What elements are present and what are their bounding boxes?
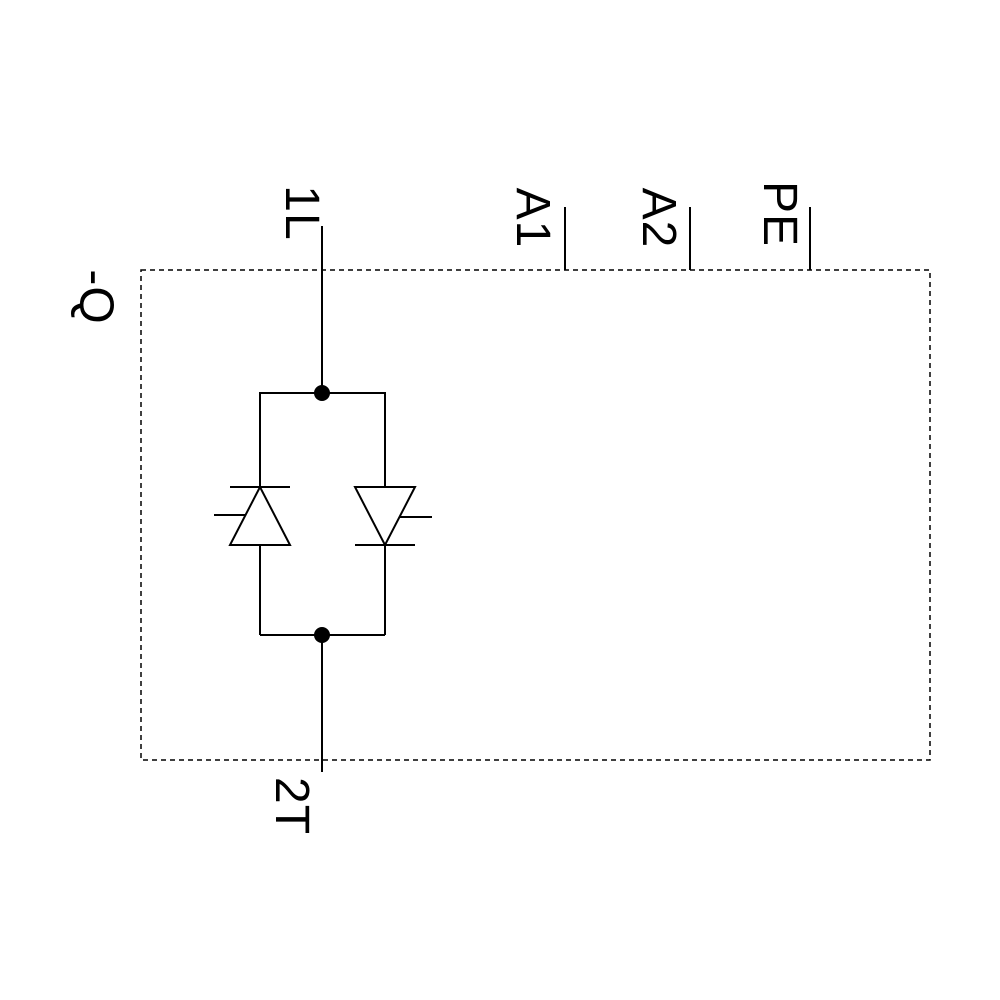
terminal-label-2t: 2T [265, 776, 318, 836]
terminal-label-a2: A2 [632, 187, 685, 249]
device-label: -Q [69, 269, 122, 325]
terminal-label-1l: 1L [275, 185, 328, 241]
terminal-label-pe: PE [753, 180, 806, 248]
junction-dot-bottom [314, 627, 330, 643]
terminal-label-a1: A1 [506, 187, 559, 249]
junction-dot-top [314, 385, 330, 401]
wire-right-branch-top [322, 392, 386, 487]
device-boundary-dashed-box [140, 269, 931, 761]
wire-left-branch-top [259, 392, 322, 487]
